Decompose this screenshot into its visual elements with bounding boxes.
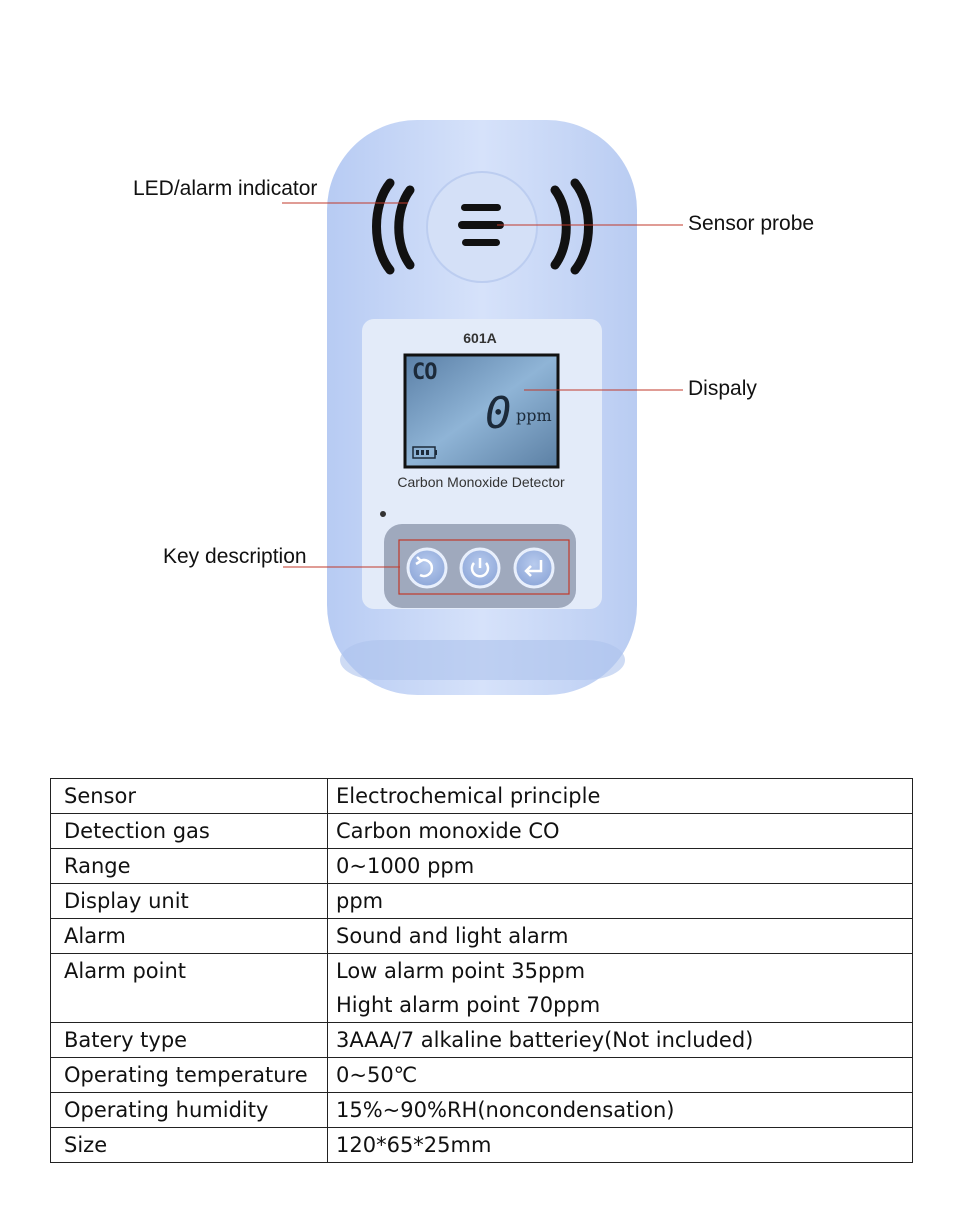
table-row: Detection gas Carbon monoxide CO xyxy=(50,813,913,849)
spec-value: Sound and light alarm xyxy=(327,918,913,954)
spec-param: Sensor xyxy=(50,778,328,814)
spec-value: ppm xyxy=(327,883,913,919)
lcd-screen xyxy=(403,353,560,469)
spec-value: 0~1000 ppm xyxy=(327,848,913,884)
callout-sensor-label: Sensor probe xyxy=(688,212,815,235)
back-button[interactable] xyxy=(406,547,448,589)
spec-param: Range xyxy=(50,848,328,884)
spec-value-line: 120*65*25mm xyxy=(336,1133,492,1157)
spec-value: Carbon monoxide CO xyxy=(327,813,913,849)
lcd-unit: ppm xyxy=(516,406,552,425)
device-figure: LED/alarm indicator Sensor probe Dispaly… xyxy=(133,120,815,695)
spec-value-line: Sound and light alarm xyxy=(336,924,569,948)
spec-param: Batery type xyxy=(50,1022,328,1058)
spec-param: Detection gas xyxy=(50,813,328,849)
spec-value: 15%~90%RH(noncondensation) xyxy=(327,1092,913,1128)
spec-param: Alarm xyxy=(50,918,328,954)
lcd-reading: 0 xyxy=(485,388,512,439)
device-name: Carbon Monoxide Detector xyxy=(397,474,565,490)
spec-value: 0~50℃ xyxy=(327,1057,913,1093)
led-indicator-left xyxy=(372,178,415,275)
spec-value-line: 0~50℃ xyxy=(336,1063,418,1087)
spec-value: Electrochemical principle xyxy=(327,778,913,814)
table-row: Alarm Sound and light alarm xyxy=(50,918,913,954)
spec-value-line: 15%~90%RH(noncondensation) xyxy=(336,1098,675,1122)
device-illustration xyxy=(282,120,683,695)
battery-icon xyxy=(412,446,437,459)
spec-value-line: ppm xyxy=(336,889,384,913)
table-row: Sensor Electrochemical principle xyxy=(50,778,913,814)
power-icon xyxy=(470,558,490,578)
enter-button[interactable] xyxy=(513,547,555,589)
spec-param: Display unit xyxy=(50,883,328,919)
table-row: Range 0~1000 ppm xyxy=(50,848,913,884)
table-row: Batery type 3AAA/7 alkaline batteriey(Not… xyxy=(50,1022,913,1058)
lcd-gas-label: CO xyxy=(412,360,437,385)
led-indicator-right xyxy=(550,178,593,275)
table-row: Display unit ppm xyxy=(50,883,913,919)
back-icon xyxy=(415,556,434,578)
spec-value-line: 3AAA/7 alkaline batteriey(Not included) xyxy=(336,1028,754,1052)
spec-value: 120*65*25mm xyxy=(327,1127,913,1163)
device-model: 601A xyxy=(463,330,497,346)
spec-param: Size xyxy=(50,1127,328,1163)
spec-value: 3AAA/7 alkaline batteriey(Not included) xyxy=(327,1022,913,1058)
spec-value-line: 0~1000 ppm xyxy=(336,854,475,878)
spec-param: Operating humidity xyxy=(50,1092,328,1128)
table-row: Operating temperature 0~50℃ xyxy=(50,1057,913,1093)
spec-value-line: Low alarm point 35ppm xyxy=(336,959,586,983)
callout-keys-label: Key description xyxy=(163,545,307,568)
spec-value-line: Electrochemical principle xyxy=(336,784,601,808)
spec-param: Operating temperature xyxy=(50,1057,328,1093)
power-button[interactable] xyxy=(459,547,501,589)
keys-highlight-box xyxy=(398,539,570,595)
table-row: Size 120*65*25mm xyxy=(50,1127,913,1163)
callout-display-label: Dispaly xyxy=(688,377,757,400)
spec-param: Alarm point xyxy=(50,953,328,1023)
spec-value-line: Hight alarm point 70ppm xyxy=(336,993,601,1017)
table-row: Operating humidity 15%~90%RH(noncondensat… xyxy=(50,1092,913,1128)
spec-value-line: Carbon monoxide CO xyxy=(336,819,560,843)
enter-icon xyxy=(524,560,543,577)
callout-led-label: LED/alarm indicator xyxy=(133,177,318,200)
